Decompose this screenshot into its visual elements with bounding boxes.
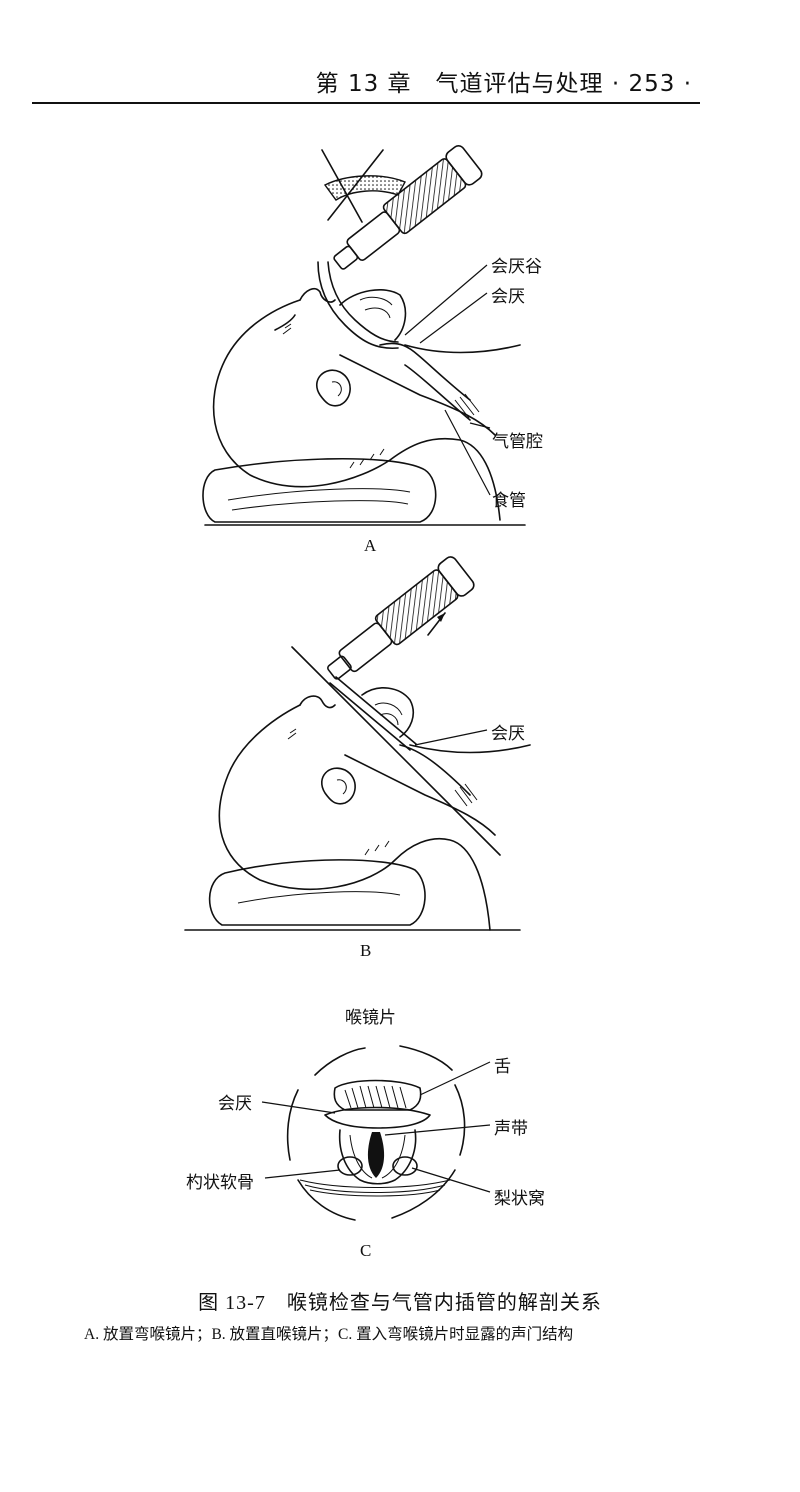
header-text: 第 13 章 气道评估与处理 · 253 · xyxy=(315,71,692,97)
figure-c-illustration xyxy=(261,1045,491,1221)
label-esophagus: 食管 xyxy=(492,491,526,511)
figure-a-illustration xyxy=(202,145,526,526)
figure-caption-note: A. 放置弯喉镜片；B. 放置直喉镜片；C. 置入弯喉镜片时显露的声门结构 xyxy=(84,1326,574,1343)
label-trachea: 气管腔 xyxy=(492,432,543,452)
label-arytenoid: 杓状软骨 xyxy=(186,1173,254,1193)
label-epiglottis-b: 会厌 xyxy=(491,724,525,744)
panel-letter-b: B xyxy=(360,941,372,960)
label-epiglottis-a: 会厌 xyxy=(491,287,525,307)
panel-letter-a: A xyxy=(364,536,377,555)
label-epiglottis-c: 会厌 xyxy=(218,1094,252,1114)
figure-b-illustration xyxy=(184,556,531,931)
label-blade: 喉镜片 xyxy=(345,1008,396,1028)
label-piriform: 梨状窝 xyxy=(494,1189,545,1209)
panel-letter-c: C xyxy=(360,1241,372,1260)
label-vocal-cords: 声带 xyxy=(494,1119,528,1139)
figure-caption: 图 13-7 喉镜检查与气管内插管的解剖关系 xyxy=(198,1292,602,1314)
label-vallecula: 会厌谷 xyxy=(491,257,542,277)
page-header: 第 13 章 气道评估与处理 · 253 · xyxy=(32,60,700,104)
label-tongue: 舌 xyxy=(494,1057,511,1077)
